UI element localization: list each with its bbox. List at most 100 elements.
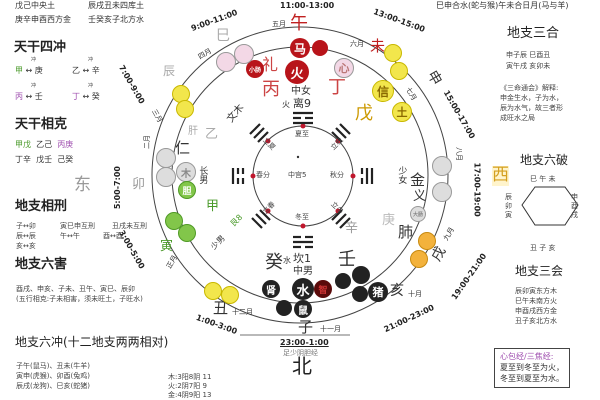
stem-wu: 戊 xyxy=(355,103,373,124)
text-line: 申酉戌西方金 xyxy=(515,307,557,315)
metal-jin: 金 xyxy=(410,171,426,189)
section-title: 地支相刑 xyxy=(15,199,68,214)
month-label: 十一月 xyxy=(320,325,341,333)
summer-solstice: 夏至 xyxy=(295,130,309,138)
wood-dot xyxy=(165,212,183,230)
stem-yi: 乙 xyxy=(205,127,219,142)
time-label: 11:00-13:00 xyxy=(280,1,335,10)
month-label: 二月 xyxy=(142,135,151,150)
wood-dot xyxy=(178,224,196,242)
si-dot xyxy=(216,52,236,72)
spring-equinox: 春分 xyxy=(256,171,270,179)
pair: 丁辛 xyxy=(15,155,31,164)
organ-lung: 肺 xyxy=(398,223,414,241)
organ-small-intestine: 小肠 xyxy=(246,60,264,78)
text-line: (五行相克:子未相害，须未旺土，子旺水) xyxy=(16,295,143,303)
section-title: 天干相克 xyxy=(15,117,68,132)
text-line: 寅午戌 亥卯未 xyxy=(506,62,551,70)
note-box: 心包经/三焦经: 夏至到冬至为火， 冬至到夏至为水。 xyxy=(494,348,570,389)
time-label: 23:00-1:00 xyxy=(280,338,329,347)
liupo-right: 申酉戌 xyxy=(571,193,578,220)
note-line: 成旺水之局 xyxy=(500,114,535,122)
month-label: 六月 xyxy=(350,40,364,48)
text-line: 辰卯寅东方木 xyxy=(515,287,557,295)
earth-xin: 信 xyxy=(372,80,394,102)
month-label: 十二月 xyxy=(232,308,253,316)
wood-dot xyxy=(156,167,176,187)
branch: 寅 xyxy=(505,211,512,220)
text-line: 庚辛申酉西方金 xyxy=(15,15,71,24)
water-dot xyxy=(276,300,292,316)
wood-mu: 木 xyxy=(176,162,196,182)
xing-item: 酉↔酉 xyxy=(103,232,123,240)
fire-fire: 火 xyxy=(285,60,309,84)
chong-label: 冲 xyxy=(31,83,37,89)
text-line: 巳 午 未 xyxy=(530,175,556,183)
stem: 乙 xyxy=(72,66,80,75)
text-line: 辰戌丑未四库土 xyxy=(88,1,144,10)
water-dot xyxy=(335,273,351,289)
xing-item: 亥↔亥 xyxy=(16,242,36,250)
metal-dot xyxy=(418,232,436,250)
metal-dot xyxy=(410,250,428,268)
metal-yi: 义 xyxy=(413,189,427,204)
liupo-left: 辰卯寅 xyxy=(505,193,512,220)
water-dot xyxy=(352,266,370,284)
trigram-lines xyxy=(231,111,374,249)
section-title: 地支六害 xyxy=(15,257,68,272)
meridian-label: 足少阴胆经 xyxy=(283,349,318,357)
section-title: 天干四冲 xyxy=(14,40,67,55)
branch: 酉 xyxy=(571,202,578,211)
stem: 庚 xyxy=(34,66,43,75)
earth-dot xyxy=(176,100,194,118)
note-line: 心包经/三焦经: xyxy=(500,352,554,361)
text-line: 辰戌(龙狗)、巳亥(蛇猪) xyxy=(16,382,90,390)
stem-ren: 壬 xyxy=(338,249,356,270)
water-zhi: 智 xyxy=(314,280,332,298)
month-label: 五月 xyxy=(272,20,286,28)
stem-geng: 庚 xyxy=(382,213,396,228)
kan-element: 水 xyxy=(283,256,291,265)
pair: 乙己 xyxy=(36,140,53,149)
number-line: 木:3阳8阴 11 xyxy=(168,373,212,381)
organ-heart: 心 xyxy=(334,58,354,78)
direction-west: 西 xyxy=(492,165,509,186)
xing-item: 辰↔辰 xyxy=(16,232,36,240)
branch: 卯 xyxy=(505,202,512,211)
zhen-person: 长男 xyxy=(197,166,208,184)
autumn-equinox: 秋分 xyxy=(330,171,344,179)
pair: 己癸 xyxy=(57,155,74,164)
text-line: 壬癸亥子北方水 xyxy=(88,15,144,24)
organ-liver: 肝 xyxy=(188,126,198,137)
branch-zi: 子 xyxy=(298,318,314,336)
note-line: 辰为水气，故三者形 xyxy=(500,104,563,112)
winter-solstice: 冬至 xyxy=(295,213,309,221)
pair: 甲戊 xyxy=(15,140,31,149)
xing-item: 午↔午 xyxy=(60,232,80,240)
earth-dot xyxy=(204,282,222,300)
section-title: 地支六破 xyxy=(520,153,569,167)
metal-dot xyxy=(432,182,452,202)
branch: 申 xyxy=(571,193,578,201)
metal-dot xyxy=(432,156,452,176)
direction-north: 北 xyxy=(292,354,312,378)
hexagon-shape xyxy=(521,186,579,226)
si-dot xyxy=(234,44,254,64)
li-person: 中女 xyxy=(291,86,311,97)
center-palace: 中宫5 xyxy=(288,171,307,179)
water-pig: 猪 xyxy=(368,282,388,302)
branch-yin: 寅 xyxy=(160,239,174,254)
branch-chen: 辰 xyxy=(163,64,176,78)
stem-jia: 甲 xyxy=(206,199,220,214)
trigram-li: 离9 xyxy=(293,97,311,110)
direction-east: 东 xyxy=(74,175,91,195)
pair: 丙庚 xyxy=(57,140,74,149)
earth-dot xyxy=(221,286,239,304)
xing-item: 子↔卯 xyxy=(16,222,36,230)
kan-person: 中男 xyxy=(293,266,313,277)
section-title: 地支三合 xyxy=(507,26,560,41)
stem: 癸 xyxy=(91,92,100,101)
stem: 辛 xyxy=(91,66,100,75)
dui-person: 少女 xyxy=(396,166,407,184)
wood-dot xyxy=(156,148,176,168)
